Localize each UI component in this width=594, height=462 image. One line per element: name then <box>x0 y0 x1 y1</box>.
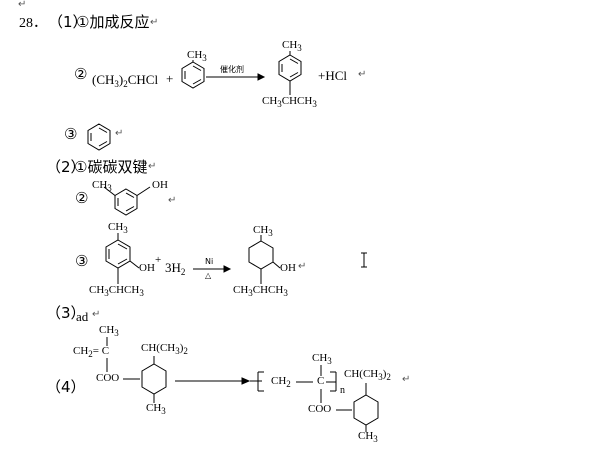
reaction-arrow-2 <box>193 265 232 273</box>
toluene-methyl: CH3 <box>187 49 207 63</box>
paragraph-mark: ↵ <box>148 161 157 172</box>
paragraph-mark: ↵ <box>168 195 177 206</box>
part1-label: （1） <box>48 13 88 31</box>
menthol-structure <box>248 235 281 284</box>
part4-label: （4） <box>46 378 86 396</box>
cresol-hydroxyl: OH <box>152 179 168 191</box>
paragraph-mark: ↵ <box>92 309 101 320</box>
polymer-ch2: CH2 <box>271 375 291 389</box>
nickel-catalyst: Ni <box>205 257 214 266</box>
part1-answer-1: ①加成反应 <box>76 13 150 31</box>
hydrogen-reagent: 3H2 <box>165 260 186 277</box>
menthol-methyl: CH3 <box>253 224 273 238</box>
part2-answer-1: ①碳碳双键 <box>74 158 148 176</box>
polymer-c: C <box>317 375 325 387</box>
polymer-ring-methyl: CH3 <box>358 430 378 444</box>
benzene-structure <box>87 123 111 151</box>
reactant-formula: (CH3)2CHCl <box>92 72 159 89</box>
paragraph-mark: ↵ <box>402 374 411 385</box>
part1-item2-mark: ② <box>74 65 88 83</box>
menthol-hydroxyl: OH <box>280 262 296 274</box>
monomer-vinyl: CH2= C <box>73 345 110 359</box>
thymol-isopropyl: CH3CHCH3 <box>89 284 144 298</box>
cresol-methyl: CH3 <box>92 179 112 193</box>
thymol-hydroxyl: OH <box>139 262 155 274</box>
monomer-ring-methyl: CH3 <box>146 402 166 416</box>
question-number: 28． <box>19 16 47 31</box>
paragraph-mark: ↵ <box>115 128 124 139</box>
part2-item3-mark: ③ <box>75 252 89 270</box>
monomer-ester: COO <box>96 372 120 384</box>
m-cresol-structure <box>103 186 151 216</box>
part3-answer: ad <box>76 309 89 324</box>
plus-sign-2: + <box>155 254 162 266</box>
reaction-arrow-1 <box>206 73 266 81</box>
monomer-isopropyl: CH(CH3)2 <box>141 342 188 356</box>
paragraph-mark: ↵ <box>18 0 27 10</box>
catalyst-label: 催化剂 <box>220 65 244 74</box>
paragraph-mark: ↵ <box>298 261 307 272</box>
polymer-structure <box>250 365 379 432</box>
paragraph-mark: ↵ <box>358 69 367 80</box>
thymol-methyl: CH3 <box>108 221 128 235</box>
toluene-structure <box>181 60 205 89</box>
part2-item2-mark: ② <box>75 189 89 207</box>
reaction-arrow-3 <box>175 377 251 385</box>
text-cursor-icon <box>360 252 368 268</box>
product-methyl: CH3 <box>282 39 302 53</box>
part3-label: （3） <box>46 304 86 322</box>
polymer-n: n <box>340 385 345 396</box>
product-isopropyl: CH3CHCH3 <box>262 95 317 109</box>
paragraph-mark: ↵ <box>150 17 159 28</box>
monomer-methyl: CH3 <box>99 324 119 338</box>
part2-label: （2） <box>46 158 86 176</box>
polymer-isopropyl: CH(CH3)2 <box>344 368 391 382</box>
menthol-isopropyl: CH3CHCH3 <box>233 284 288 298</box>
heat-condition: △ <box>205 271 212 280</box>
polymer-ester: COO <box>308 403 332 415</box>
polymer-methyl: CH3 <box>312 352 332 366</box>
plus-sign: + <box>166 71 174 86</box>
monomer-structure <box>106 337 167 403</box>
cymene-structure <box>278 51 302 95</box>
byproduct-hcl: +HCl <box>318 68 348 83</box>
thymol-structure <box>105 233 140 284</box>
part1-item3-mark: ③ <box>64 125 78 143</box>
